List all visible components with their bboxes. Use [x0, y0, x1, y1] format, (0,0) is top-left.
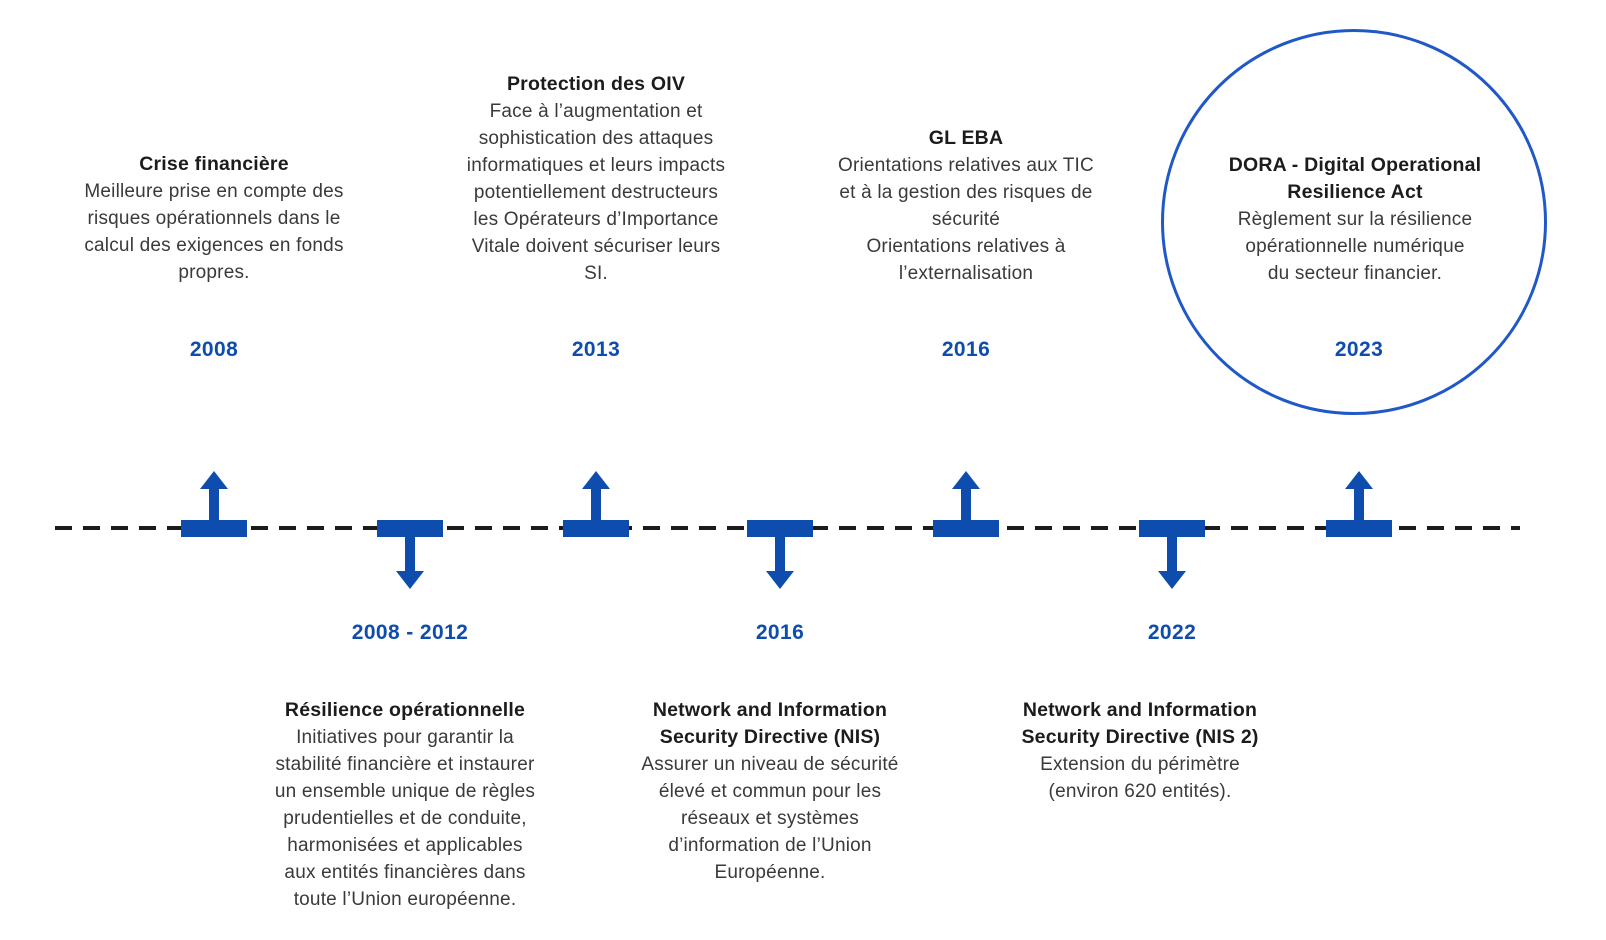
- event-title: GL EBA: [928, 127, 1004, 149]
- marker-bar: [1326, 520, 1392, 537]
- marker-stem: [1167, 535, 1177, 573]
- event-gl-eba: GL EBA Orientations relatives aux TIC et…: [811, 125, 1121, 287]
- marker-bar: [377, 520, 443, 537]
- arrow-up-icon: [582, 471, 610, 489]
- event-title: Crise financière: [139, 153, 289, 175]
- event-description: Règlement sur la résilience opérationnel…: [1237, 209, 1473, 284]
- year-label-2013: 2013: [571, 338, 621, 361]
- arrow-down-icon: [1158, 571, 1186, 589]
- event-description: Meilleure prise en compte des risques op…: [84, 181, 344, 283]
- event-protection-des-oiv: Protection des OIV Face à l’augmentation…: [431, 71, 761, 287]
- marker-bar: [747, 520, 813, 537]
- marker-bar: [933, 520, 999, 537]
- marker-bar: [181, 520, 247, 537]
- year-label-2008: 2008: [189, 338, 239, 361]
- event-title: Network and Information Security Directi…: [1021, 699, 1259, 748]
- event-nis2: Network and Information Security Directi…: [990, 697, 1290, 805]
- event-resilience-operationnelle: Résilience opérationnelle Initiatives po…: [240, 697, 570, 913]
- marker-up-2016: [933, 471, 999, 540]
- event-description: Orientations relatives aux TIC et à la g…: [838, 155, 1094, 284]
- arrow-up-icon: [1345, 471, 1373, 489]
- marker-up-2008: [181, 471, 247, 540]
- year-label-2016-above: 2016: [941, 338, 991, 361]
- event-description: Extension du périmètre (environ 620 enti…: [1040, 754, 1240, 802]
- arrow-up-icon: [200, 471, 228, 489]
- arrow-down-icon: [766, 571, 794, 589]
- event-description: Assurer un niveau de sécurité élevé et c…: [641, 754, 899, 883]
- marker-stem: [775, 535, 785, 573]
- marker-down-2008-2012: [377, 520, 443, 589]
- marker-up-2023: [1326, 471, 1392, 540]
- marker-stem: [405, 535, 415, 573]
- marker-stem: [591, 485, 601, 523]
- marker-stem: [209, 485, 219, 523]
- marker-bar: [1139, 520, 1205, 537]
- event-dora: DORA - Digital Operational Resilience Ac…: [1204, 152, 1506, 287]
- year-label-2016-below: 2016: [755, 621, 805, 644]
- event-title: Network and Information Security Directi…: [652, 699, 888, 748]
- event-title: Résilience opérationnelle: [284, 699, 526, 721]
- marker-stem: [961, 485, 971, 523]
- event-title: Protection des OIV: [506, 73, 686, 95]
- marker-down-2022: [1139, 520, 1205, 589]
- year-label-2022: 2022: [1147, 621, 1197, 644]
- event-description: Initiatives pour garantir la stabilité f…: [274, 727, 536, 910]
- dora-highlight-circle: [1161, 29, 1547, 415]
- year-label-2008-2012: 2008 - 2012: [351, 621, 469, 644]
- marker-bar: [563, 520, 629, 537]
- marker-up-2013: [563, 471, 629, 540]
- arrow-down-icon: [396, 571, 424, 589]
- marker-stem: [1354, 485, 1364, 523]
- arrow-up-icon: [952, 471, 980, 489]
- year-label-2023: 2023: [1334, 338, 1384, 361]
- marker-down-2016: [747, 520, 813, 589]
- event-crise-financiere: Crise financière Meilleure prise en comp…: [54, 151, 374, 286]
- event-description: Face à l’augmentation et sophistication …: [466, 101, 726, 284]
- event-title: DORA - Digital Operational Resilience Ac…: [1228, 154, 1482, 203]
- event-nis: Network and Information Security Directi…: [610, 697, 930, 886]
